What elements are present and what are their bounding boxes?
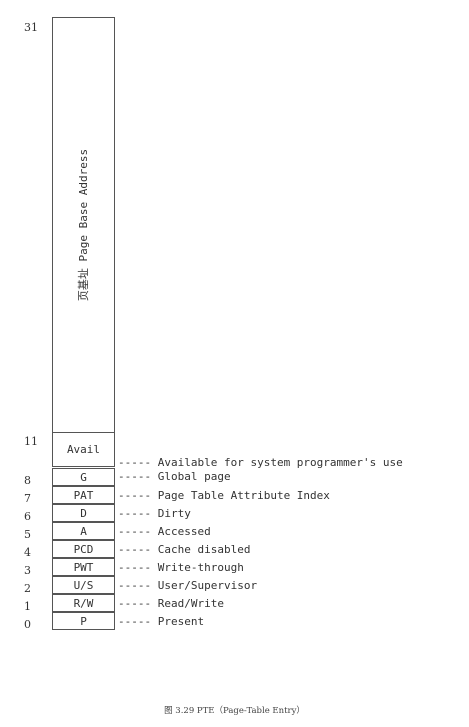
p-field: P: [52, 612, 115, 630]
bit-number-0: 0: [24, 618, 31, 631]
pcd-label: PCD: [73, 542, 94, 556]
rw-label: R/W: [73, 596, 94, 610]
a-field: A: [52, 522, 115, 540]
avail-field: Avail: [52, 432, 115, 467]
bit-number-2: 2: [24, 582, 31, 595]
a-label: A: [80, 524, 87, 538]
bit-number-7: 7: [24, 492, 31, 505]
us-description: ----- User/Supervisor: [118, 579, 258, 592]
bit-number-4: 4: [24, 546, 31, 559]
bit-number-6: 6: [24, 510, 31, 523]
pwt-label: PWT: [73, 560, 94, 574]
g-label: G: [80, 470, 87, 484]
pat-label: PAT: [73, 488, 94, 502]
pat-description: ----- Page Table Attribute Index: [118, 489, 330, 502]
d-field: D: [52, 504, 115, 522]
page-base-address-label: 页基址 Page Base Address: [77, 148, 91, 301]
avail-label: Avail: [66, 443, 101, 456]
figure-caption: 图 3.29 PTE（Page-Table Entry）: [164, 706, 305, 716]
a-description: ----- Accessed: [118, 525, 211, 538]
page-base-address-label-wrap: 页基址 Page Base Address: [52, 17, 115, 432]
pat-field: PAT: [52, 486, 115, 504]
us-label: U/S: [73, 578, 94, 592]
p-description: ----- Present: [118, 615, 205, 628]
g-field: G: [52, 468, 115, 486]
d-description: ----- Dirty: [118, 507, 191, 520]
p-label: P: [80, 614, 87, 628]
pwt-field: PWT: [52, 558, 115, 576]
g-description: ----- Global page: [118, 470, 231, 483]
rw-description: ----- Read/Write: [118, 597, 224, 610]
us-field: U/S: [52, 576, 115, 594]
bit-number-8: 8: [24, 474, 31, 487]
d-label: D: [80, 506, 87, 520]
pcd-description: ----- Cache disabled: [118, 543, 251, 556]
pcd-field: PCD: [52, 540, 115, 558]
bit-number-11: 11: [24, 435, 38, 448]
bit-number-31: 31: [24, 21, 38, 34]
avail-description: ----- Available for system programmer's …: [118, 456, 403, 469]
bit-number-3: 3: [24, 564, 31, 577]
page-base-address-field: [52, 17, 115, 433]
pwt-description: ----- Write-through: [118, 561, 244, 574]
bit-number-5: 5: [24, 528, 31, 541]
rw-field: R/W: [52, 594, 115, 612]
bit-number-1: 1: [24, 600, 31, 613]
